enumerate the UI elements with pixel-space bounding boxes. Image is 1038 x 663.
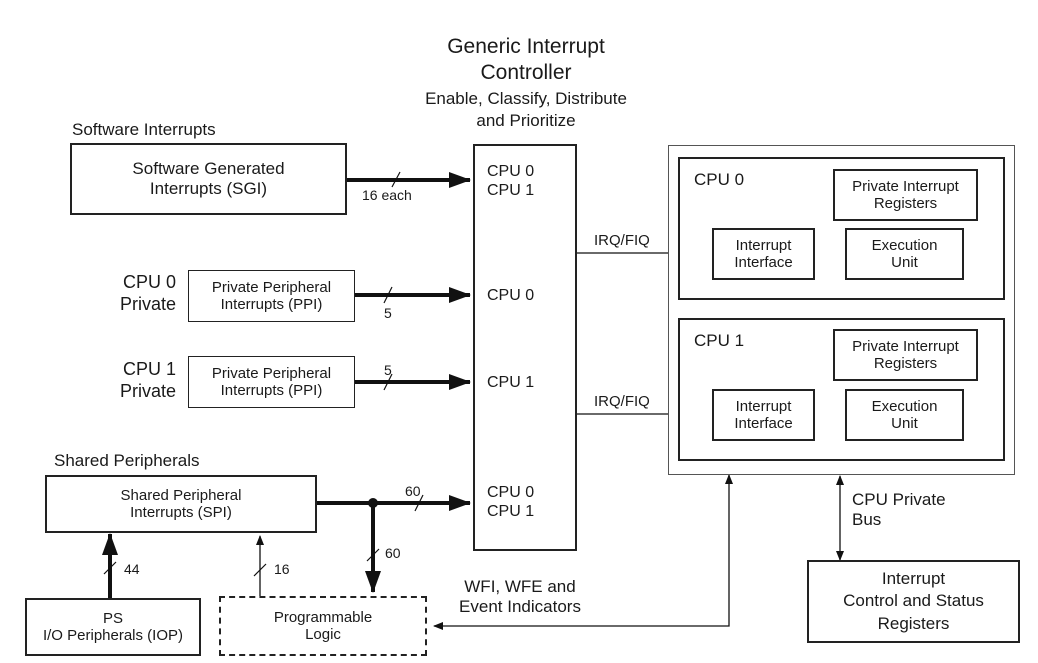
- shared-peripherals-heading: Shared Peripherals: [54, 451, 200, 470]
- ics-line3: Registers: [877, 613, 950, 633]
- ps-iop-box: PS I/O Peripherals (IOP): [25, 598, 201, 656]
- ppi0-line2: Interrupts (PPI): [220, 296, 323, 313]
- gic-cpu-row1: CPU 0 CPU 1: [487, 162, 534, 200]
- cpu0-execution-unit: Execution Unit: [845, 228, 964, 280]
- gic-title-line2: Controller: [480, 61, 572, 85]
- cpu0-title: CPU 0: [694, 170, 745, 189]
- private-bus-line1: CPU Private: [852, 490, 946, 509]
- wfi-line: [433, 474, 733, 630]
- cpu1-eu-line2: Unit: [891, 415, 918, 432]
- pl-bus-label: 16: [274, 561, 290, 577]
- pl-line1: Programmable: [273, 609, 373, 626]
- ppi0-line1: Private Peripheral: [211, 279, 332, 296]
- ppi0-bus-slash: [383, 286, 393, 304]
- ics-line2: Control and Status: [843, 591, 984, 611]
- ppi1-label-line1: CPU 1: [122, 359, 176, 379]
- gic-title-line1: Generic Interrupt: [447, 35, 605, 58]
- cpu-private-bus-label: CPU Private Bus: [852, 490, 946, 531]
- ppi0-bus-label: 5: [384, 305, 392, 321]
- ppi0-box: Private Peripheral Interrupts (PPI): [188, 270, 355, 322]
- cpu1-title: CPU 1: [694, 331, 745, 350]
- cpu1-ii-line2: Interface: [734, 415, 793, 432]
- pl-to-spi-slash: [253, 563, 267, 577]
- gic-cpu-row4: CPU 0 CPU 1: [487, 483, 534, 521]
- cpu0-eu-line1: Execution: [871, 237, 938, 254]
- ppi0-label-line2: Private: [119, 293, 176, 314]
- programmable-logic-box: Programmable Logic: [219, 596, 427, 656]
- ps-line1: PS: [102, 610, 123, 627]
- gic-cpu-row2: CPU 0: [487, 287, 535, 304]
- software-interrupts-heading: Software Interrupts: [72, 120, 216, 139]
- ppi1-label: CPU 1 Private: [114, 359, 176, 402]
- ppi1-line2: Interrupts (PPI): [220, 382, 323, 399]
- ppi1-bus-slash: [383, 373, 393, 391]
- gic-cpu1-spi: CPU 1: [487, 503, 535, 521]
- gic-cpu0-spi: CPU 0: [487, 484, 535, 501]
- gic-cpu0-sgi: CPU 0: [487, 163, 535, 180]
- sgi-line1: Software Generated: [132, 159, 285, 178]
- cpu0-private-interrupt-registers: Private Interrupt Registers: [833, 169, 978, 221]
- cpu0-ii-line2: Interface: [734, 254, 793, 271]
- irq-fiq-label-1: IRQ/FIQ: [594, 393, 650, 410]
- gic-subtitle-line1: Enable, Classify, Distribute: [425, 89, 627, 108]
- gic-title: Generic Interrupt Controller: [418, 34, 634, 87]
- cpu1-private-interrupt-registers: Private Interrupt Registers: [833, 329, 978, 381]
- pl-line2: Logic: [305, 626, 341, 643]
- ppi1-line1: Private Peripheral: [211, 365, 332, 382]
- spi-line1: Shared Peripheral: [120, 487, 242, 504]
- spi-bus-slash: [414, 494, 424, 512]
- ppi1-label-line2: Private: [119, 380, 176, 401]
- ppi1-bus-label: 5: [384, 362, 392, 378]
- sgi-line2: Interrupts (SGI): [149, 179, 268, 198]
- cpu0-pir-line2: Registers: [873, 195, 938, 212]
- wfi-line1: WFI, WFE and: [464, 577, 576, 596]
- ps-bus-label: 44: [124, 561, 140, 577]
- ps-to-spi-slash: [103, 561, 117, 575]
- gic-cpu1-sgi: CPU 1: [487, 182, 535, 200]
- spi-bus-label-down: 60: [385, 545, 401, 561]
- spi-box: Shared Peripheral Interrupts (SPI): [45, 475, 317, 533]
- spi-line2: Interrupts (SPI): [130, 504, 232, 521]
- ppi1-box: Private Peripheral Interrupts (PPI): [188, 356, 355, 408]
- wfi-label: WFI, WFE and Event Indicators: [436, 577, 604, 618]
- cpu1-pir-line1: Private Interrupt: [852, 338, 959, 355]
- cpu1-pir-line2: Registers: [873, 355, 938, 372]
- gic-subtitle: Enable, Classify, Distribute and Priorit…: [398, 88, 654, 132]
- cpu0-pir-line1: Private Interrupt: [852, 178, 959, 195]
- ppi0-label: CPU 0 Private: [114, 272, 176, 315]
- sgi-bus-slash: [391, 171, 401, 188]
- private-bus-line2: Bus: [852, 510, 882, 530]
- cpu1-eu-line1: Execution: [871, 398, 938, 415]
- irq-fiq-label-0: IRQ/FIQ: [594, 232, 650, 249]
- spi-bus-label-right: 60: [405, 483, 421, 499]
- cpu0-ii-line1: Interrupt: [735, 237, 792, 254]
- gic-cpu-row3: CPU 1: [487, 374, 535, 391]
- wfi-line2: Event Indicators: [459, 597, 581, 617]
- spi-to-pl-slash: [366, 548, 380, 562]
- gic-subtitle-line2: and Prioritize: [476, 111, 576, 131]
- interrupt-control-status-registers: Interrupt Control and Status Registers: [807, 560, 1020, 643]
- ps-line2: I/O Peripherals (IOP): [42, 627, 184, 644]
- cpu0-eu-line2: Unit: [891, 254, 918, 271]
- cpu1-ii-line1: Interrupt: [735, 398, 792, 415]
- cpu0-interrupt-interface: Interrupt Interface: [712, 228, 815, 280]
- sgi-box: Software Generated Interrupts (SGI): [70, 143, 347, 215]
- ppi0-label-line1: CPU 0: [122, 272, 176, 292]
- cpu1-execution-unit: Execution Unit: [845, 389, 964, 441]
- gic-box: [473, 144, 577, 551]
- cpu1-interrupt-interface: Interrupt Interface: [712, 389, 815, 441]
- ics-line1: Interrupt: [881, 569, 946, 589]
- sgi-bus-label: 16 each: [362, 187, 412, 203]
